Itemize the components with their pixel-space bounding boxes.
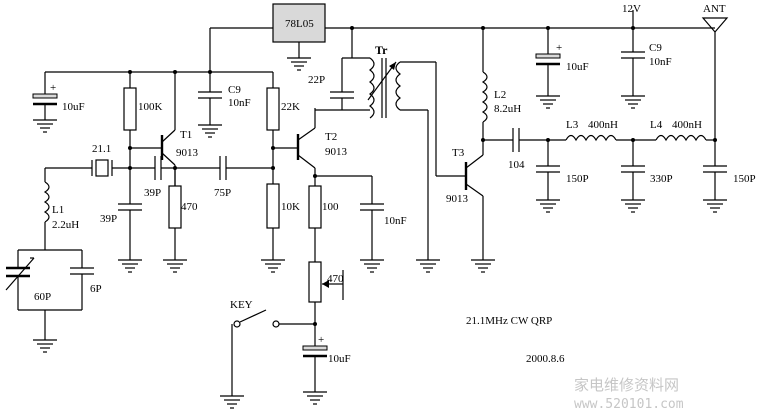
c-10uf-key-label: 10uF	[328, 353, 351, 365]
c-75p-label: 75P	[214, 187, 231, 199]
c-39p-b-label: 39P	[100, 213, 117, 225]
c-22p-label: 22P	[308, 74, 325, 86]
t3-type: 9013	[446, 193, 469, 205]
c-6p-label: 6P	[90, 283, 102, 295]
capacitor-39p-horizontal: 39P	[144, 156, 220, 199]
l3-label: L3	[566, 119, 579, 131]
resistor-22k: 22K	[266, 72, 300, 168]
l2-value: 8.2uH	[494, 103, 521, 115]
r-470-label: 470	[181, 201, 198, 213]
t1-type: 9013	[176, 147, 199, 159]
c-60p-label: 60P	[34, 291, 51, 303]
r-10k-label: 10K	[281, 201, 300, 213]
c-150p-b-label: 150P	[733, 173, 756, 185]
l3-value: 400nH	[588, 119, 618, 131]
r-100-label: 100	[322, 201, 339, 213]
capacitor-10nf-emitter: 10nF	[359, 176, 407, 273]
crystal-label: 21.1	[92, 143, 111, 155]
svg-text:+: +	[50, 82, 56, 94]
t3-label: T3	[452, 147, 465, 159]
c-104-label: 104	[508, 159, 525, 171]
transistor-t2: T2 9013	[273, 108, 348, 186]
transistor-t1: T1 9013	[128, 72, 199, 190]
antenna-icon: ANT	[701, 3, 729, 140]
inductor-l1: L1 2.2uH	[17, 168, 83, 268]
pot-470-label: 470	[327, 273, 344, 285]
crystal-21-1: 21.1	[45, 143, 155, 177]
key-switch: KEY	[219, 299, 315, 409]
capacitor-10uf-top: + 10uF	[535, 28, 589, 109]
circuit-date: 2000.8.6	[526, 353, 565, 365]
c-150p-a-label: 150P	[566, 173, 589, 185]
svg-text:+: +	[556, 42, 562, 54]
c9-b-label: C9	[649, 42, 662, 54]
antenna-label: ANT	[703, 3, 726, 15]
resistor-100: 100	[308, 174, 372, 262]
resistor-10k: 10K	[260, 168, 300, 273]
r-100k-label: 100K	[138, 101, 163, 113]
capacitor-10uf-left: + 10uF	[32, 72, 85, 133]
c-330p-label: 330P	[650, 173, 673, 185]
inductor-l2: L2 8.2uH	[481, 28, 521, 146]
capacitor-10uf-key: + 10uF	[302, 324, 351, 405]
watermark-cn: 家电维修资料网	[574, 376, 679, 394]
c-39p-a-label: 39P	[144, 187, 161, 199]
regulator-label: 78L05	[285, 18, 314, 30]
l2-label: L2	[494, 89, 506, 101]
inductor-l4: L4 400nH	[650, 119, 717, 142]
t1-label: T1	[180, 129, 192, 141]
capacitor-104: 104	[483, 128, 566, 171]
supply-label: 12V	[622, 3, 641, 15]
l1-value: 2.2uH	[52, 219, 79, 231]
l4-label: L4	[650, 119, 663, 131]
transistor-t3: T3 9013	[436, 146, 496, 273]
svg-text:+: +	[318, 334, 324, 346]
capacitor-150p-a: 150P	[535, 140, 589, 213]
capacitor-c9-b: C9 10nF	[620, 28, 672, 109]
capacitor-39p-vertical: 39P	[100, 168, 143, 273]
circuit-title: 21.1MHz CW QRP	[466, 315, 552, 327]
capacitor-6p: 6P	[70, 267, 102, 310]
resistor-100k: 100K	[123, 72, 163, 168]
c-10uf-top-label: 10uF	[566, 61, 589, 73]
t2-label: T2	[325, 131, 337, 143]
c-10uf-left-label: 10uF	[62, 101, 85, 113]
capacitor-330p: 330P	[620, 140, 673, 213]
c9-a-value: 10nF	[228, 97, 251, 109]
trimmer-60p: 60P	[5, 257, 51, 310]
t2-type: 9013	[325, 146, 348, 158]
capacitor-150p-b: 150P	[702, 140, 756, 213]
r-22k-label: 22K	[281, 101, 300, 113]
inductor-l3: L3 400nH	[565, 119, 656, 142]
watermark-url: www.520101.com	[574, 397, 684, 412]
transformer-tr: 22P Tr	[308, 28, 441, 273]
c9-a-label: C9	[228, 84, 241, 96]
capacitor-75p: 75P	[214, 156, 275, 199]
potentiometer-470: 470	[308, 261, 344, 326]
c-10nf-emitter-label: 10nF	[384, 215, 407, 227]
capacitor-c9-a: C9 10nF	[197, 72, 251, 138]
resistor-470-emitter: 470	[162, 168, 198, 273]
tr-label: Tr	[375, 43, 388, 57]
regulator-78l05: 78L05	[272, 3, 326, 71]
key-label: KEY	[230, 299, 253, 311]
l1-label: L1	[52, 204, 64, 216]
l4-value: 400nH	[672, 119, 702, 131]
c9-b-value: 10nF	[649, 56, 672, 68]
